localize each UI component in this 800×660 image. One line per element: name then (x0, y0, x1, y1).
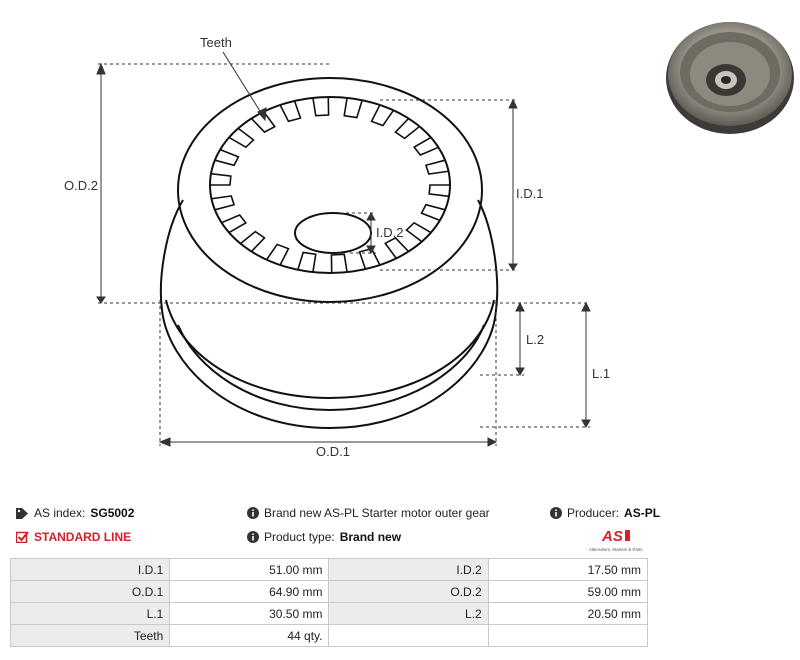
gear-tooth (279, 100, 302, 123)
as-index-label: AS index: (34, 506, 86, 520)
gear-tooth (428, 184, 450, 198)
gear-tooth (370, 104, 395, 127)
spec-value: 20.50 mm (487, 602, 649, 625)
spec-table: I.D.1 51.00 mm I.D.2 17.50 mm O.D.1 64.9… (9, 558, 649, 647)
gear-tooth (210, 172, 232, 186)
gear-tooth (312, 96, 330, 117)
spec-value: 59.00 mm (487, 580, 649, 603)
gear-tooth (250, 111, 276, 134)
standard-line-label: STANDARD LINE (34, 530, 132, 544)
product-type-label: Product type: (264, 530, 335, 544)
gear-tooth (384, 236, 410, 259)
gear-tooth (394, 117, 421, 140)
gear-tooth (405, 221, 432, 243)
gear-tooth (211, 195, 236, 211)
producer-value: AS-PL (624, 506, 661, 520)
gear-tooth (424, 159, 449, 175)
spec-value: 51.00 mm (169, 558, 330, 581)
flange-ridge (165, 299, 495, 400)
gear-tooth (358, 247, 381, 270)
spec-label: L.2 (328, 602, 489, 625)
outer-ring (177, 77, 483, 303)
table-row: Teeth 44 qty. (9, 624, 649, 647)
gear-tooth (265, 243, 290, 266)
producer-row: Producer: AS-PL (550, 506, 660, 520)
spec-value: 17.50 mm (487, 558, 649, 581)
spec-label: L.1 (9, 602, 171, 625)
label-teeth: Teeth (200, 35, 232, 50)
as-pl-logo: AS Alternators, Starters & Parts (589, 528, 643, 552)
label-od1: O.D.1 (316, 444, 350, 459)
logo-mark (625, 530, 630, 541)
as-index-row: AS index: SG5002 (16, 506, 134, 520)
label-l2: L.2 (526, 332, 544, 347)
flange-outline (159, 199, 499, 430)
info-icon (247, 507, 259, 519)
gear-tooth (214, 148, 240, 167)
gear-tooth (297, 251, 317, 273)
table-row: L.1 30.50 mm L.2 20.50 mm (9, 602, 649, 625)
description-text: Brand new AS-PL Starter motor outer gear (264, 506, 490, 520)
tag-icon (16, 507, 29, 519)
gear-tooth (221, 214, 248, 234)
gear-tooth (330, 253, 348, 274)
spec-value: 30.50 mm (169, 602, 330, 625)
gear-teeth (210, 96, 450, 274)
spec-value: 64.90 mm (169, 580, 330, 603)
gear-tooth (412, 136, 439, 156)
spec-value-empty (487, 624, 649, 647)
spec-value: 44 qty. (169, 624, 330, 647)
producer-label: Producer: (567, 506, 620, 520)
inner-bore (209, 96, 451, 274)
as-index-value: SG5002 (90, 506, 135, 520)
spec-label-empty (328, 624, 489, 647)
logo-text: AS (601, 528, 623, 545)
product-type-row: Product type: Brand new (247, 530, 401, 544)
description-row: Brand new AS-PL Starter motor outer gear (247, 506, 490, 520)
info-icon (247, 531, 259, 543)
gear-tooth (343, 97, 363, 119)
gear-tooth (239, 230, 266, 253)
label-od2: O.D.2 (64, 178, 98, 193)
technical-drawing: Teeth O.D.2 I.D.1 I.D.2 L.2 L.1 O.D.1 (64, 35, 610, 459)
spec-label: O.D.2 (328, 580, 489, 603)
table-row: I.D.1 51.00 mm I.D.2 17.50 mm (9, 558, 649, 581)
spec-label: O.D.1 (9, 580, 171, 603)
label-id2: I.D.2 (376, 225, 403, 240)
spec-label: Teeth (9, 624, 171, 647)
gear-tooth (420, 203, 446, 222)
center-hole (294, 212, 372, 254)
spec-label: I.D.2 (328, 558, 489, 581)
standard-line-row: STANDARD LINE (16, 530, 131, 544)
gear-tooth (228, 127, 255, 149)
flange-mid (177, 324, 485, 412)
label-l1: L.1 (592, 366, 610, 381)
logo-tagline: Alternators, Starters & Parts (589, 547, 643, 552)
spec-label: I.D.1 (9, 558, 171, 581)
product-photo (666, 22, 794, 134)
info-icon (550, 507, 562, 519)
label-id1: I.D.1 (516, 186, 543, 201)
table-row: O.D.1 64.90 mm O.D.2 59.00 mm (9, 580, 649, 603)
checkbox-icon (16, 531, 29, 543)
product-type-value: Brand new (339, 530, 402, 544)
